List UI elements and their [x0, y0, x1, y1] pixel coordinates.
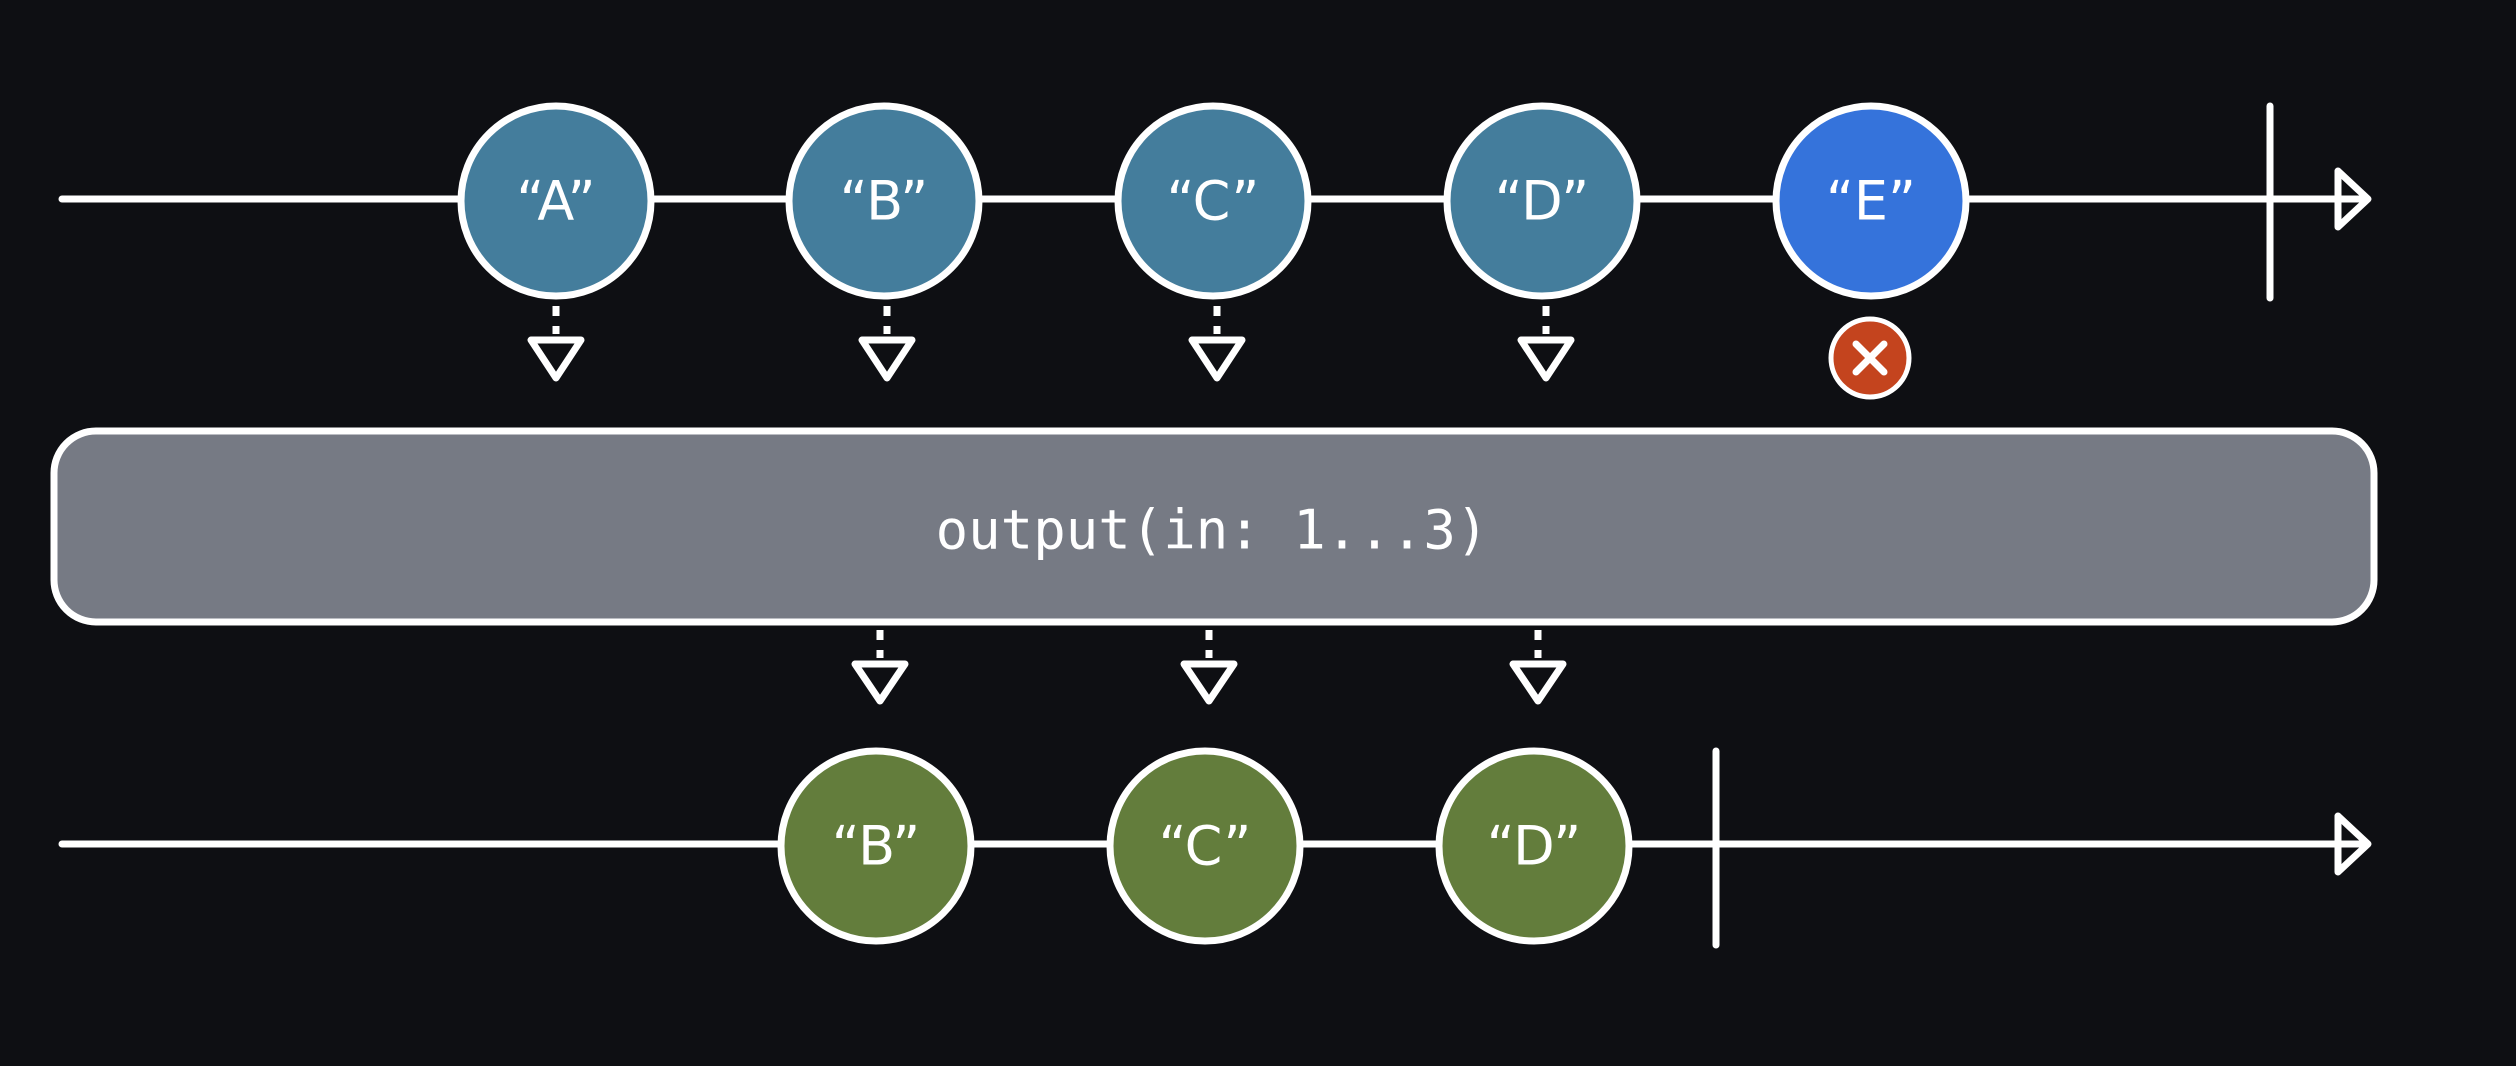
input-to-operator-arrows	[527, 306, 1575, 382]
marble-label: “E”	[1826, 170, 1916, 233]
marble-circle	[1106, 747, 1304, 945]
input-marble-c: “C”	[1114, 102, 1312, 300]
marble-label: “B”	[832, 815, 920, 878]
marble-label: “C”	[1159, 815, 1252, 878]
down-arrow-icon	[858, 306, 916, 382]
close-icon	[1852, 340, 1888, 376]
marble-label: “A”	[516, 170, 595, 233]
input-marble-e: “E”	[1772, 102, 1970, 300]
marble-circle	[1772, 102, 1970, 300]
operator-to-output-arrows	[851, 630, 1567, 705]
operator-box	[50, 427, 2378, 626]
marble-circle	[777, 747, 975, 945]
output-marble-c: “C”	[1106, 747, 1304, 945]
down-arrow-icon	[1509, 630, 1567, 705]
down-arrow-icon	[527, 306, 585, 382]
input-marble-a: “A”	[457, 102, 655, 300]
down-arrow-icon	[851, 630, 909, 705]
marble-label: “D”	[1495, 170, 1589, 233]
output-marble-d: “D”	[1435, 747, 1633, 945]
marble-circle	[785, 102, 983, 300]
marble-circle	[1114, 102, 1312, 300]
down-arrow-icon	[1188, 306, 1246, 382]
output-timeline-arrow-icon	[2334, 812, 2372, 876]
down-arrow-icon	[1517, 306, 1575, 382]
marble-label: “B”	[840, 170, 928, 233]
marble-label: “C”	[1167, 170, 1260, 233]
down-arrow-icon	[1180, 630, 1238, 705]
operator: output(in: 1...3)	[50, 427, 2378, 626]
marble-circle	[1443, 102, 1641, 300]
marble-circle	[457, 102, 655, 300]
input-timeline-arrow-icon	[2334, 167, 2372, 231]
marble-label: “D”	[1487, 815, 1581, 878]
operator-label: output(in: 1...3)	[936, 499, 1489, 562]
input-marble-b: “B”	[785, 102, 983, 300]
input-marble-d: “D”	[1443, 102, 1641, 300]
output-marble-b: “B”	[777, 747, 975, 945]
marble-circle	[1435, 747, 1633, 945]
error-badge	[1828, 316, 1912, 400]
